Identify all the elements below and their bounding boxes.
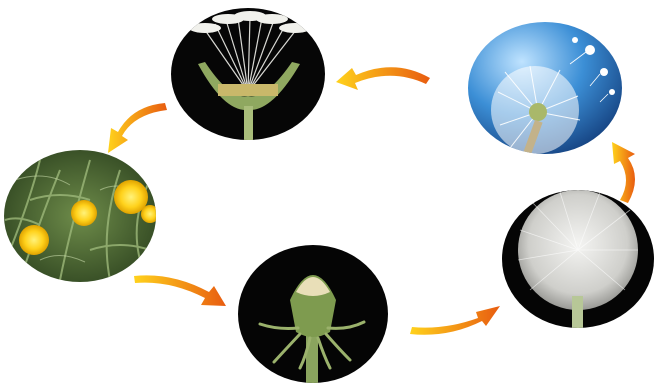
stage-seed-head-opening — [171, 8, 325, 140]
stage-seed-dispersal — [468, 22, 622, 160]
arrow-seed-head-to-flowering — [108, 103, 167, 153]
stage-closed-bud — [238, 245, 388, 383]
stage-flowering — [4, 150, 159, 282]
stage-seed-ball — [502, 190, 654, 336]
arrow-flowering-to-bud — [134, 275, 226, 306]
arrow-seed-ball-to-dispersal — [612, 142, 635, 203]
arrow-bud-to-seed-ball — [410, 306, 500, 335]
arrow-dispersal-to-seed-head — [336, 67, 430, 90]
